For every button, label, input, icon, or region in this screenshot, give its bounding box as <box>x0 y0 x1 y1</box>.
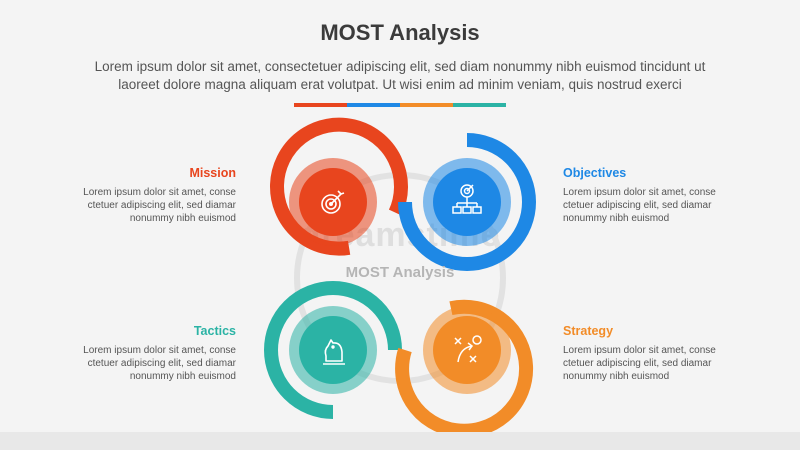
tactics-desc-line-3: nonummy nibh euismod <box>129 371 236 382</box>
tactics-outer-arc <box>264 281 402 419</box>
tactics-desc-line-2: ctetuer adipiscing elit, sed diamar <box>87 358 236 369</box>
strategy-desc-line-1: Lorem ipsum dolor sit amet, conse <box>563 345 716 356</box>
page-title: MOST Analysis <box>320 20 480 45</box>
mission-label: Mission <box>189 166 236 180</box>
chess-knight-icon <box>323 339 345 365</box>
tactics-desc-line-1: Lorem ipsum dolor sit amet, conse <box>83 345 236 356</box>
title-divider <box>294 103 506 107</box>
divider-segment-strategy <box>400 103 453 107</box>
objectives-desc-line-2: ctetuer adipiscing elit, sed diamar <box>563 200 712 211</box>
footer-band <box>0 432 800 450</box>
objectives-desc-line-1: Lorem ipsum dolor sit amet, conse <box>563 187 716 198</box>
center-label: MOST Analysis <box>345 264 455 281</box>
objectives-desc-line-3: nonummy nibh euismod <box>563 213 670 224</box>
subtitle-line-2: laoreet dolore magna aliquam erat volutp… <box>118 77 682 92</box>
mission-description: Lorem ipsum dolor sit amet, conse ctetue… <box>61 186 236 225</box>
strategy-description: Lorem ipsum dolor sit amet, conse ctetue… <box>563 344 738 383</box>
subtitle-line-1: Lorem ipsum dolor sit amet, consectetuer… <box>94 59 706 74</box>
divider-segment-mission <box>294 103 347 107</box>
strategy-inner-circle <box>433 316 501 384</box>
strategy-label: Strategy <box>563 324 614 338</box>
strategy-desc-line-3: nonummy nibh euismod <box>563 371 670 382</box>
tactics-label: Tactics <box>193 324 236 338</box>
tactics-node <box>264 281 402 419</box>
objectives-outer-arc <box>398 133 536 271</box>
objectives-description: Lorem ipsum dolor sit amet, conse ctetue… <box>563 186 738 225</box>
strategy-outer-arc <box>395 299 534 438</box>
objectives-label: Objectives <box>563 166 627 180</box>
mission-desc-line-1: Lorem ipsum dolor sit amet, conse <box>83 187 236 198</box>
strategy-node <box>395 299 534 438</box>
mission-desc-line-2: ctetuer adipiscing elit, sed diamar <box>87 200 236 211</box>
strategy-desc-line-2: ctetuer adipiscing elit, sed diamar <box>563 358 712 369</box>
strategy-play-icon <box>454 335 482 363</box>
target-icon <box>321 190 345 214</box>
mission-desc-line-3: nonummy nibh euismod <box>129 213 236 224</box>
divider-segment-objectives <box>347 103 400 107</box>
mission-node <box>270 117 408 256</box>
mission-outer-arc <box>270 117 408 256</box>
tactics-description: Lorem ipsum dolor sit amet, conse ctetue… <box>61 344 236 383</box>
divider-segment-tactics <box>453 103 506 107</box>
target-hierarchy-icon <box>452 184 482 214</box>
objectives-node <box>398 133 536 271</box>
tactics-inner-circle <box>299 316 367 384</box>
page-subtitle: Lorem ipsum dolor sit amet, consectetuer… <box>50 58 750 94</box>
